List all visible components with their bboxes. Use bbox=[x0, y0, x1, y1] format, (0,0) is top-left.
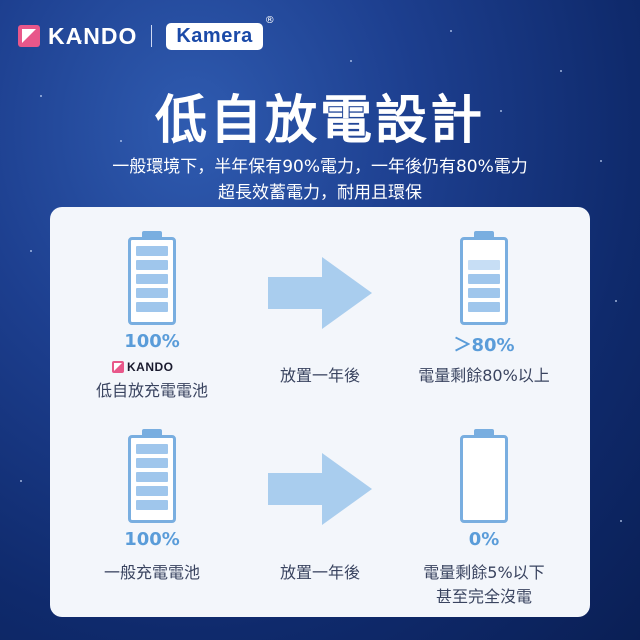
kando-small-logo-icon bbox=[112, 361, 124, 373]
row2-right-label-line-2: 甚至完全沒電 bbox=[435, 587, 532, 606]
kamera-logo-text: Kamera bbox=[176, 24, 253, 47]
registered-mark: ® bbox=[264, 14, 275, 26]
row2-middle-label: 放置一年後 bbox=[279, 563, 360, 582]
kando-logo-icon bbox=[18, 25, 40, 47]
right-arrow-icon bbox=[268, 453, 372, 525]
empty-battery-icon bbox=[460, 429, 508, 523]
full-battery-icon bbox=[128, 429, 176, 523]
subtitle-line-2: 超長效蓄電力，耐用且環保 bbox=[218, 183, 422, 203]
partial-battery-icon bbox=[460, 231, 508, 325]
logo-divider bbox=[151, 25, 153, 47]
right-arrow-icon bbox=[268, 257, 372, 329]
brand-logos: KANDO Kamera ® bbox=[18, 15, 275, 52]
full-battery-icon bbox=[128, 231, 176, 325]
kamera-logo: Kamera ® bbox=[166, 15, 275, 50]
row2-left-percent: 100% bbox=[124, 529, 180, 550]
comparison-panel: 100% KANDO 低自放充電電池 放置一年後 ＞80% 電量剩餘80%以上 … bbox=[50, 207, 590, 617]
row2-right-label-line-1: 電量剩餘5%以下 bbox=[423, 563, 545, 582]
kando-small-logo-text: KANDO bbox=[127, 360, 174, 374]
row1-middle-label: 放置一年後 bbox=[279, 366, 360, 385]
subtitle-line-1: 一般環境下，半年保有90%電力，一年後仍有80%電力 bbox=[112, 157, 528, 177]
row1-left-percent: 100% bbox=[124, 331, 180, 352]
page-title: 低自放電設計 bbox=[154, 91, 485, 151]
row2-right-percent: 0% bbox=[468, 529, 500, 550]
row1-right-percent: ＞80% bbox=[453, 335, 515, 356]
row2-left-label: 一般充電電池 bbox=[103, 563, 200, 582]
row1-kando-brand: KANDO bbox=[112, 360, 174, 374]
row1-right-label: 電量剩餘80%以上 bbox=[418, 366, 550, 385]
row1-left-label: 低自放充電電池 bbox=[95, 381, 208, 400]
kando-logo-text: KANDO bbox=[48, 22, 138, 49]
